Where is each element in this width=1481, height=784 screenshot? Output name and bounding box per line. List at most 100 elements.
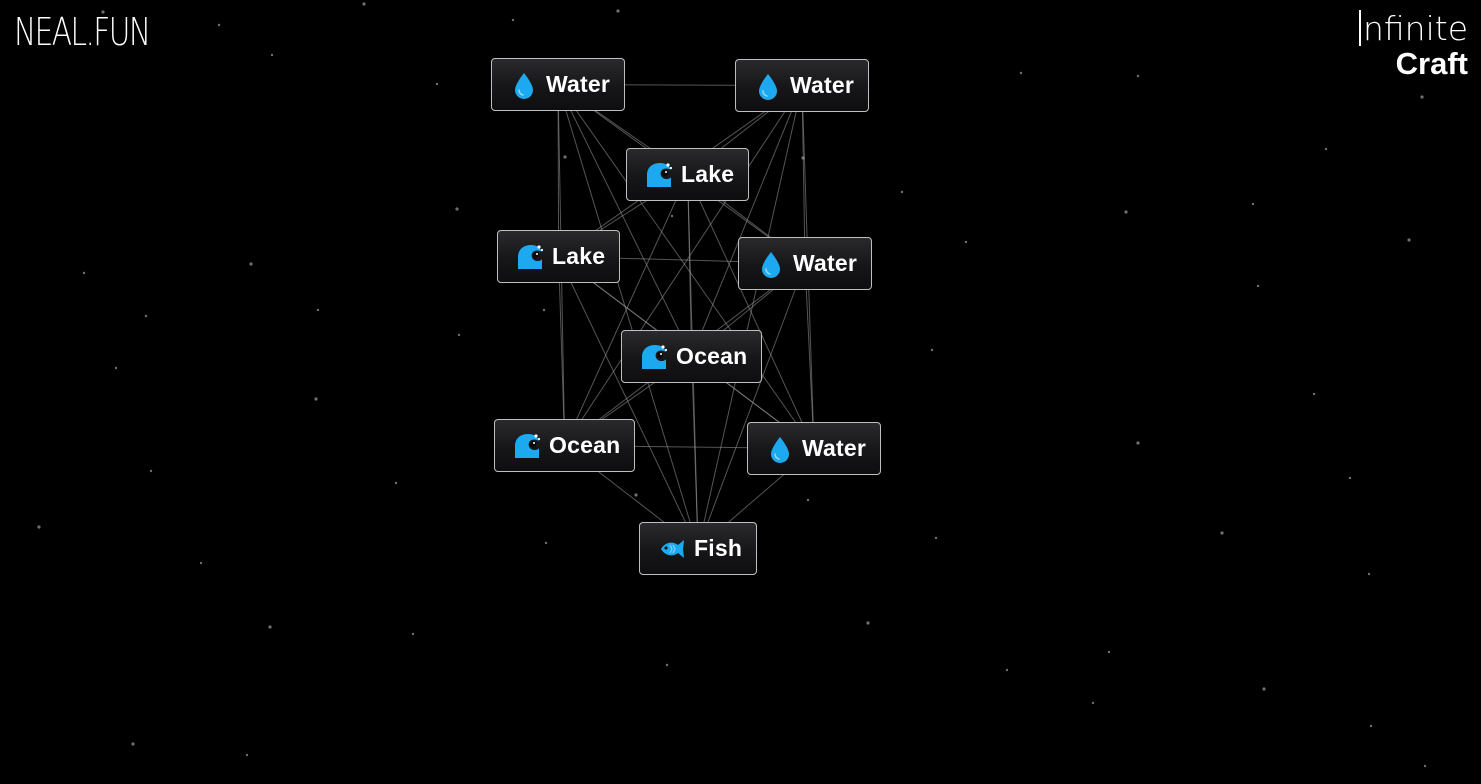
droplet-icon: [766, 435, 794, 463]
star: [131, 742, 135, 746]
star: [455, 207, 459, 211]
connection-line: [557, 84, 699, 549]
star: [1420, 95, 1424, 99]
element-tile-ocean[interactable]: Ocean: [494, 419, 636, 472]
element-tile-ocean[interactable]: Ocean: [621, 330, 763, 383]
star: [563, 155, 567, 159]
element-tile-lake[interactable]: Lake: [626, 148, 750, 201]
star: [665, 663, 669, 667]
connection-line: [691, 356, 699, 549]
tile-label: Ocean: [676, 343, 748, 369]
site-logo[interactable]: NEAL.FUN: [14, 10, 151, 54]
star: [1423, 764, 1427, 768]
star: [670, 214, 674, 218]
tile-label: Water: [546, 71, 611, 97]
star: [542, 308, 546, 312]
star: [806, 498, 810, 502]
star: [930, 348, 934, 352]
star: [964, 240, 968, 244]
star: [268, 625, 272, 629]
connection-line: [564, 85, 803, 446]
tile-label: Ocean: [549, 432, 621, 458]
tile-label: Water: [793, 250, 858, 276]
connection-line: [558, 256, 699, 549]
droplet-icon: [754, 72, 782, 100]
star: [82, 271, 86, 275]
wave-icon: [516, 243, 544, 271]
star: [1251, 202, 1255, 206]
star: [1220, 531, 1224, 535]
element-tile-lake[interactable]: Lake: [497, 230, 621, 283]
element-tile-fish[interactable]: Fish: [639, 522, 758, 575]
tile-label: Water: [802, 435, 867, 461]
star: [394, 481, 398, 485]
star: [1256, 284, 1260, 288]
star: [314, 397, 318, 401]
element-tile-water[interactable]: Water: [491, 58, 626, 111]
star: [249, 262, 253, 266]
star: [270, 53, 274, 57]
droplet-icon: [757, 250, 785, 278]
app-title-line1: nfinite: [1358, 9, 1468, 48]
tile-label: Fish: [694, 535, 743, 561]
star: [37, 525, 41, 529]
star: [101, 10, 105, 14]
star: [900, 190, 904, 194]
tile-label: Lake: [681, 161, 735, 187]
wave-icon: [645, 161, 673, 189]
star: [362, 2, 366, 6]
star: [149, 469, 153, 473]
star: [1019, 71, 1023, 75]
connection-line: [564, 174, 689, 446]
connection-line: [804, 263, 815, 449]
connection-line: [691, 85, 803, 357]
element-tile-water[interactable]: Water: [738, 237, 873, 290]
star: [634, 493, 638, 497]
star: [1136, 441, 1140, 445]
star: [544, 541, 548, 545]
element-tile-water[interactable]: Water: [735, 59, 870, 112]
star: [866, 621, 870, 625]
app-title-craft: Craft: [1395, 46, 1468, 81]
connection-line: [697, 85, 803, 549]
connection-line: [557, 84, 693, 357]
star: [144, 314, 148, 318]
star: [1407, 238, 1411, 242]
star: [1124, 210, 1128, 214]
element-tile-water[interactable]: Water: [747, 422, 882, 475]
title-cursor-bar: [1358, 10, 1361, 46]
star: [1262, 687, 1266, 691]
star: [1369, 724, 1373, 728]
connection-line: [557, 84, 815, 449]
connection-line: [687, 174, 815, 449]
star: [1136, 74, 1140, 78]
tile-label: Water: [790, 72, 855, 98]
star: [457, 333, 461, 337]
droplet-icon: [510, 71, 538, 99]
star: [934, 536, 938, 540]
star: [511, 18, 515, 22]
tile-label: Lake: [552, 243, 606, 269]
star: [616, 9, 620, 13]
star: [1107, 650, 1111, 654]
star: [1312, 392, 1316, 396]
app-title: nfinite Craft: [1358, 9, 1468, 81]
star: [114, 366, 118, 370]
star: [245, 753, 249, 757]
star: [411, 632, 415, 636]
star: [435, 82, 439, 86]
star: [316, 308, 320, 312]
star: [217, 23, 221, 27]
wave-icon: [513, 432, 541, 460]
app-title-infinite: nfinite: [1362, 9, 1468, 48]
wave-icon: [640, 343, 668, 371]
connection-line: [558, 256, 566, 446]
star: [199, 561, 203, 565]
star: [1091, 701, 1095, 705]
fish-icon: [658, 535, 686, 563]
star: [1324, 147, 1328, 151]
star: [1005, 668, 1009, 672]
